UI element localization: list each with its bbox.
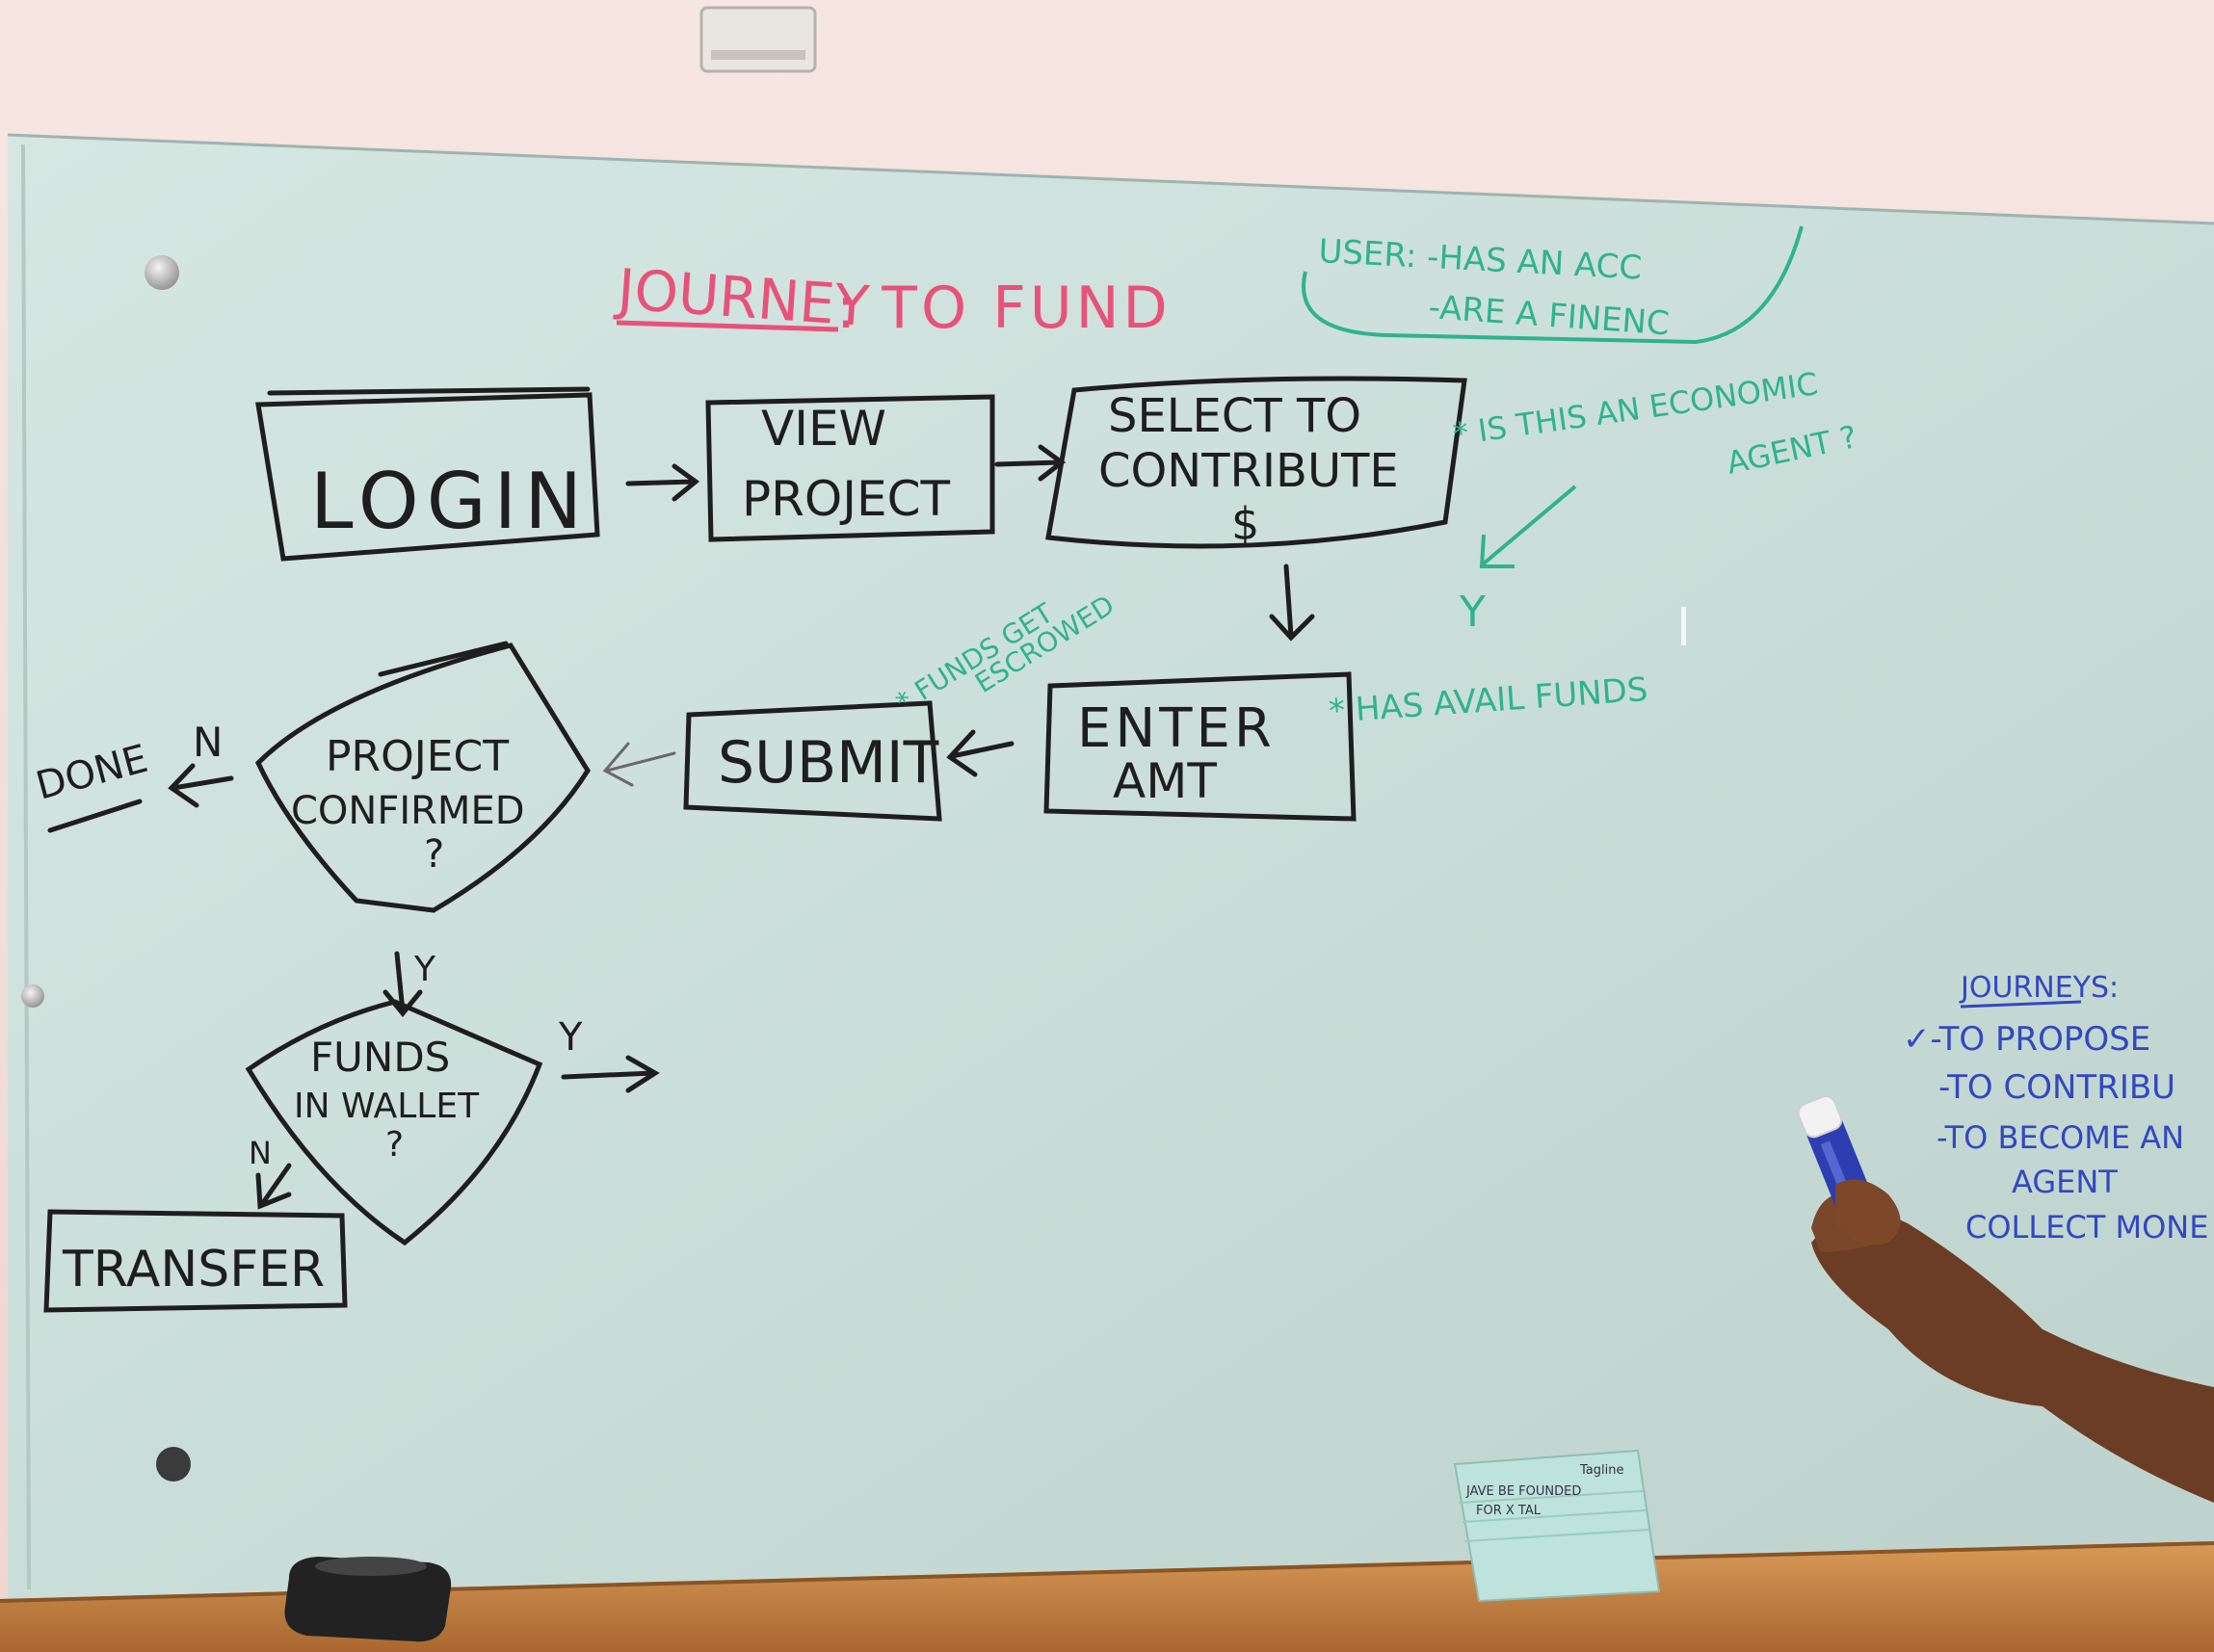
sticky-note: Tagline JAVE BE FOUNDED FOR X TAL bbox=[1453, 1449, 1661, 1603]
journey-title-suffix: : TO FUND bbox=[836, 275, 1172, 342]
arrow-confirmed-wallet bbox=[382, 951, 423, 1017]
flowchart: LOGIN VIEW PROJECT SELECT TO CONTRIBUTE … bbox=[32, 376, 1467, 1313]
edge-label-yes-wallet: Y bbox=[558, 1015, 583, 1060]
submit-node: SUBMIT bbox=[683, 700, 942, 822]
view-project-line2: PROJECT bbox=[742, 471, 950, 527]
screw-middle-left bbox=[21, 984, 44, 1008]
edge-label-economic-yes: Y bbox=[1459, 588, 1486, 637]
journeys-title: JOURNEYS: bbox=[1959, 971, 2119, 1005]
glass-glare bbox=[1681, 607, 1686, 645]
transfer-label: TRANSFER bbox=[62, 1241, 325, 1298]
hand-with-marker bbox=[1797, 1095, 2214, 1503]
screw-bottom-left bbox=[156, 1447, 191, 1482]
arrow-select-enter bbox=[1269, 564, 1315, 642]
funds-in-wallet-node: FUNDS IN WALLET ? bbox=[245, 999, 543, 1246]
funds-in-wallet-line2: IN WALLET bbox=[294, 1087, 480, 1126]
project-confirmed-node: PROJECT CONFIRMED ? bbox=[254, 641, 591, 913]
edge-label-yes-confirmed: Y bbox=[413, 950, 436, 989]
glass-whiteboard bbox=[8, 135, 2214, 1599]
login-label: LOGIN bbox=[310, 457, 590, 546]
transfer-node: TRANSFER bbox=[43, 1209, 348, 1313]
journeys-item-4: AGENT bbox=[2012, 1164, 2118, 1200]
edge-label-no-wallet: N bbox=[249, 1135, 272, 1171]
sticky-note-line2: FOR X TAL bbox=[1476, 1504, 1542, 1518]
journeys-item-3: -TO BECOME AN bbox=[1937, 1119, 2184, 1156]
select-contribute-line2: CONTRIBUTE bbox=[1098, 444, 1399, 498]
journeys-item-5: COLLECT MONE bbox=[1965, 1209, 2208, 1246]
eraser bbox=[284, 1557, 452, 1642]
marker-ledge bbox=[0, 1541, 2214, 1652]
enter-amt-line2: AMT bbox=[1113, 753, 1217, 809]
screw-top-left bbox=[145, 255, 179, 290]
arrow-economic-yes bbox=[1479, 485, 1577, 568]
arrow-enter-submit bbox=[946, 729, 1015, 777]
journeys-list: JOURNEYS: ✓-TO PROPOSE -TO CONTRIBU -TO … bbox=[1903, 971, 2208, 1246]
project-confirmed-line2: CONFIRMED bbox=[291, 789, 525, 833]
arrow-submit-confirmed bbox=[602, 742, 676, 787]
arrow-confirmed-done bbox=[168, 763, 234, 808]
funds-in-wallet-line3: ? bbox=[385, 1125, 404, 1165]
journeys-item-1: ✓-TO PROPOSE bbox=[1903, 1020, 2150, 1059]
submit-label: SUBMIT bbox=[718, 729, 939, 797]
enter-amt-line1: ENTER bbox=[1077, 697, 1276, 760]
arm bbox=[1811, 1212, 2214, 1503]
select-contribute-line1: SELECT TO bbox=[1108, 389, 1361, 443]
edge-label-no-done: N bbox=[193, 719, 223, 766]
enter-amt-node: ENTER AMT bbox=[1043, 671, 1357, 822]
view-project-node: VIEW PROJECT bbox=[705, 394, 995, 542]
arrow-wallet-yes bbox=[561, 1055, 660, 1093]
view-project-line1: VIEW bbox=[761, 401, 886, 457]
journey-title: JOURNEY : TO FUND bbox=[613, 256, 1172, 342]
login-node: LOGIN bbox=[255, 386, 600, 562]
arrow-wallet-no bbox=[255, 1163, 292, 1210]
select-contribute-node: SELECT TO CONTRIBUTE $ bbox=[1045, 376, 1467, 550]
arrow-login-view bbox=[625, 463, 700, 502]
journeys-item-2: -TO CONTRIBU bbox=[1938, 1068, 2175, 1107]
sticky-note-header: Tagline bbox=[1579, 1463, 1623, 1478]
wall-outlet bbox=[699, 6, 817, 73]
select-contribute-line3: $ bbox=[1231, 498, 1259, 550]
funds-in-wallet-line1: FUNDS bbox=[310, 1034, 450, 1081]
project-confirmed-line3: ? bbox=[424, 832, 444, 877]
project-confirmed-line1: PROJECT bbox=[326, 732, 509, 781]
sticky-note-line1: JAVE BE FOUNDED bbox=[1465, 1484, 1581, 1499]
